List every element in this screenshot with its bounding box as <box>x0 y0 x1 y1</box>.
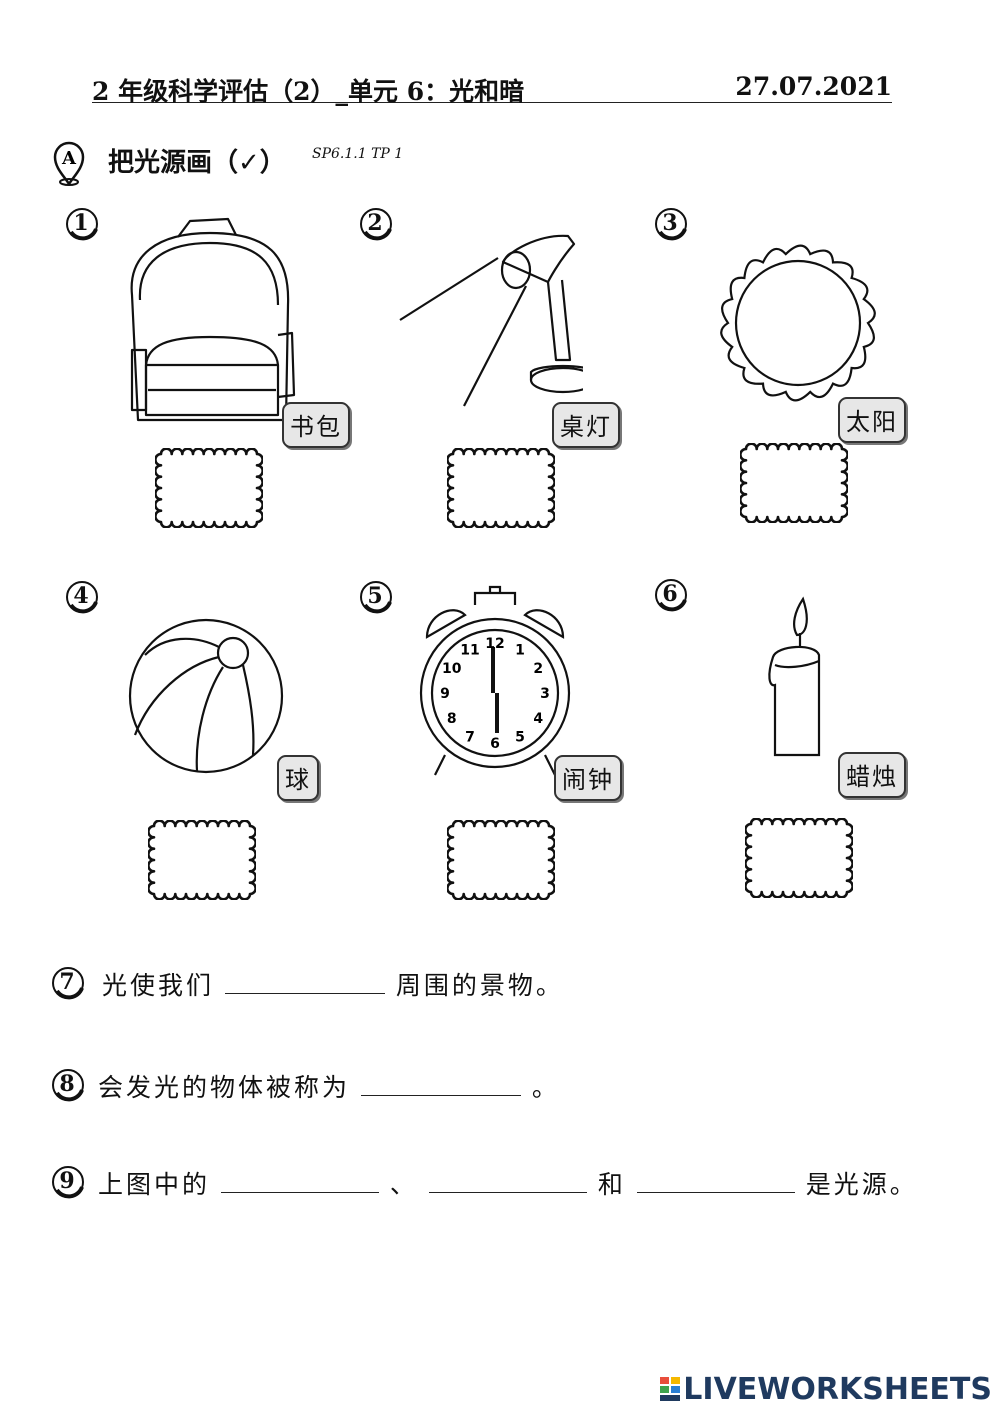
label-desk-lamp: 桌灯 <box>552 402 620 448</box>
item-number-1: 1 <box>66 207 100 241</box>
answer-box-2[interactable] <box>447 448 555 528</box>
desk-lamp-icon <box>399 234 583 407</box>
item-number-3: 3 <box>655 207 689 241</box>
question-9-blank-1[interactable] <box>220 1170 379 1193</box>
clock-digit-1: 1 <box>515 643 525 659</box>
clock-digit-7: 7 <box>465 729 475 745</box>
label-alarm-clock: 闹钟 <box>554 755 622 801</box>
question-7-blank[interactable] <box>224 971 385 994</box>
item-number-6: 6 <box>655 578 689 612</box>
liveworksheets-brand: LIVEWORKSHEETS <box>683 1372 992 1407</box>
sun-icon <box>720 244 876 402</box>
answer-box-3[interactable] <box>740 443 848 523</box>
question-number-9: 9 <box>52 1165 86 1199</box>
question-9-blank-3[interactable] <box>636 1170 795 1193</box>
clock-digit-2: 2 <box>533 661 543 677</box>
item-number-5: 5 <box>360 580 394 614</box>
label-ball: 球 <box>277 755 319 801</box>
clock-digit-10: 10 <box>442 661 462 677</box>
question-8-text-before: 会发光的物体被称为 <box>98 1073 351 1102</box>
answer-box-6[interactable] <box>745 818 853 898</box>
worksheet-title: 2 年级科学评估（2）_单元 6：光和暗 <box>92 77 525 106</box>
label-backpack: 书包 <box>282 402 350 448</box>
clock-digit-5: 5 <box>515 729 525 745</box>
question-9-blank-2[interactable] <box>428 1170 587 1193</box>
question-9: 上图中的 、 和 是光源。 <box>98 1165 918 1201</box>
question-9-separator-2: 和 <box>597 1170 626 1199</box>
ball-icon <box>128 618 284 774</box>
question-9-text-after: 是光源。 <box>805 1170 918 1199</box>
question-8: 会发光的物体被称为 。 <box>98 1068 560 1104</box>
clock-digit-3: 3 <box>540 686 550 702</box>
header-underline <box>92 72 892 103</box>
answer-box-1[interactable] <box>155 448 263 528</box>
liveworksheets-mark-icon <box>660 1377 681 1401</box>
clock-digit-8: 8 <box>447 711 457 727</box>
label-sun: 太阳 <box>838 397 906 443</box>
question-8-text-after: 。 <box>531 1073 560 1102</box>
clock-digit-11: 11 <box>460 643 479 659</box>
backpack-icon <box>130 217 296 422</box>
question-8-blank[interactable] <box>360 1073 521 1096</box>
section-code: SP6.1.1 TP 1 <box>312 146 404 162</box>
question-9-text-before: 上图中的 <box>98 1170 211 1199</box>
answer-box-4[interactable] <box>148 820 256 900</box>
liveworksheets-logo: LIVEWORKSHEETS <box>659 1372 992 1407</box>
item-number-2: 2 <box>360 207 394 241</box>
question-7-text-before: 光使我们 <box>102 971 215 1000</box>
clock-digit-4: 4 <box>533 711 543 727</box>
question-7: 光使我们 周围的景物。 <box>102 966 564 1002</box>
question-number-7: 7 <box>52 966 86 1000</box>
worksheet-date: 27.07.2021 <box>735 72 892 101</box>
clock-digit-9: 9 <box>440 686 450 702</box>
question-number-8: 8 <box>52 1068 86 1102</box>
section-letter: A <box>61 148 77 169</box>
section-marker-icon: A <box>52 140 86 187</box>
candle-icon <box>768 596 821 757</box>
item-number-4: 4 <box>66 580 100 614</box>
answer-box-5[interactable] <box>447 820 555 900</box>
section-title: 把光源画（✓） <box>108 148 286 178</box>
clock-digit-6: 6 <box>490 736 500 752</box>
clock-digit-12: 12 <box>485 636 504 652</box>
question-7-text-after: 周围的景物。 <box>395 971 564 1000</box>
label-candle: 蜡烛 <box>838 752 906 798</box>
question-9-separator-1: 、 <box>389 1170 418 1199</box>
